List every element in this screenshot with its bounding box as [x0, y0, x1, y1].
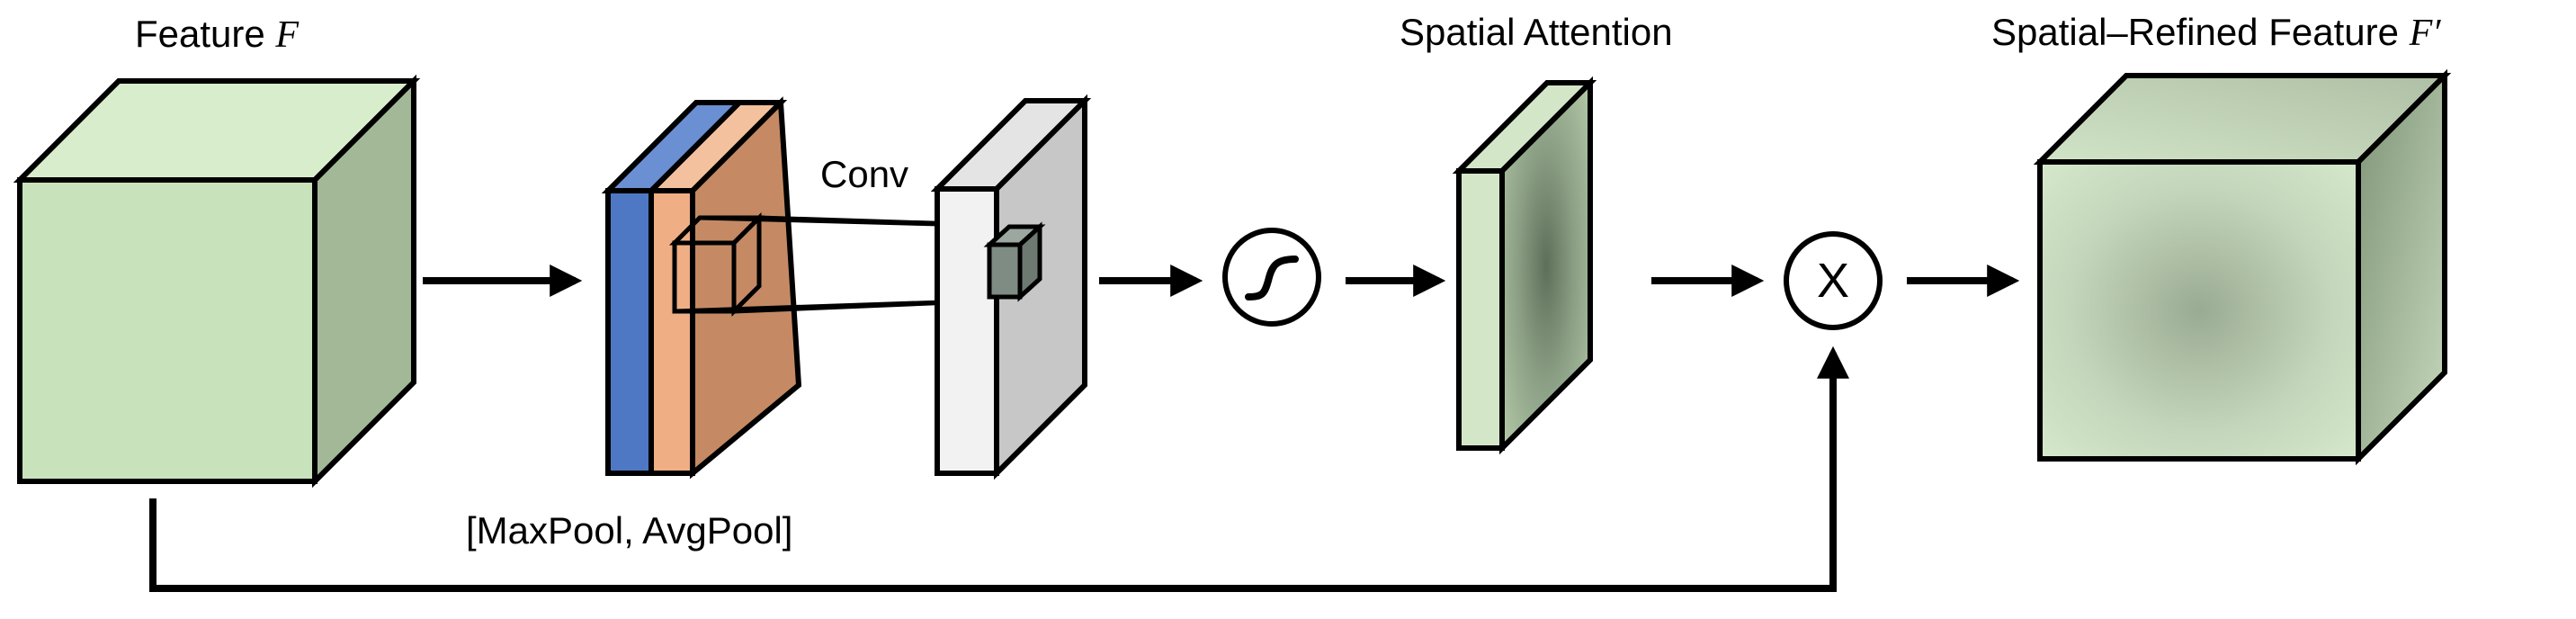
multiply-symbol: X [1817, 254, 1849, 308]
conv-label: Conv [820, 153, 908, 195]
pool-label: [MaxPool, AvgPool] [466, 509, 792, 552]
feature-cube-front [17, 177, 318, 484]
maxpool-front [605, 188, 654, 476]
feature-label: Feature F [135, 13, 299, 56]
conv-output-front [935, 186, 999, 476]
pooled-channels [601, 96, 802, 480]
refined-feature-cube [2033, 68, 2452, 466]
sigmoid-node [1222, 228, 1321, 327]
multiply-node: X [1784, 231, 1883, 330]
attention-front [1456, 168, 1505, 451]
spatial-attention-map [1452, 76, 1597, 455]
sigmoid-icon [1245, 256, 1299, 301]
spatial-attention-label: Spatial Attention [1400, 11, 1673, 53]
refined-feature-label: Spatial–Refined Feature F′ [1991, 11, 2441, 54]
input-feature-cube [13, 74, 421, 489]
conv-output [930, 94, 1092, 480]
refined-cube-front [2037, 159, 2361, 462]
skip-connection-arrow [149, 345, 1849, 592]
avgpool-front [648, 188, 695, 476]
refined-symbol: F′ [2409, 13, 2442, 54]
conv-output-cell [983, 221, 1046, 302]
feature-symbol: F [274, 14, 299, 56]
